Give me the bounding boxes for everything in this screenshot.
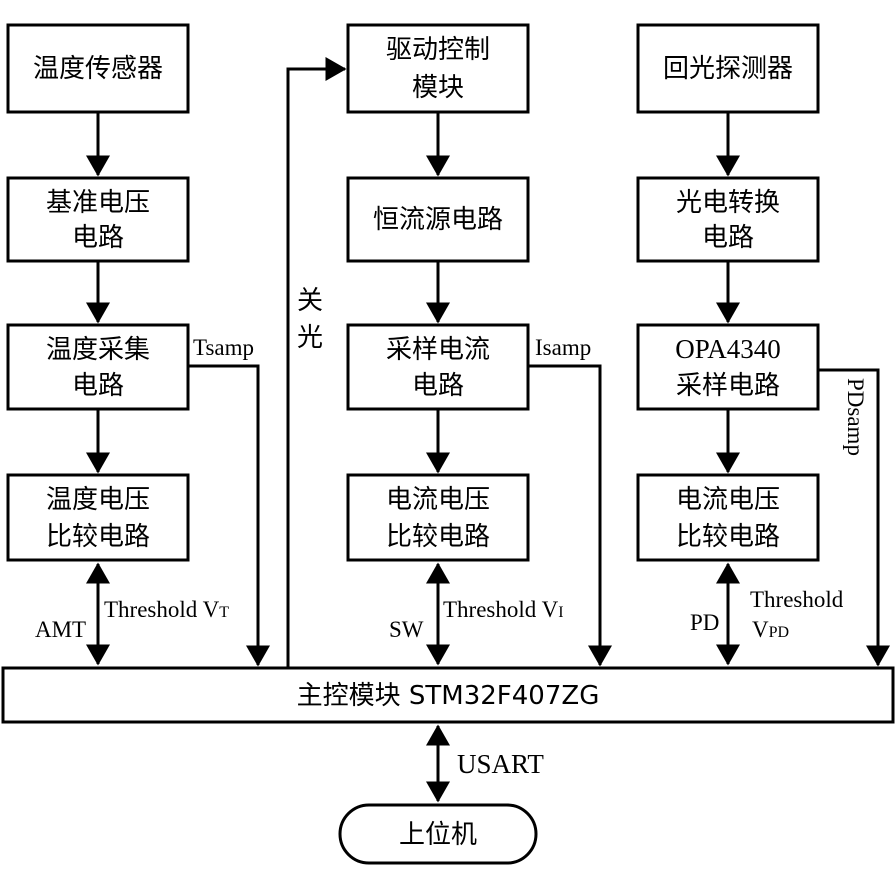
threshold-vt-label: Threshold VT — [104, 597, 229, 622]
arrow-tsamp — [188, 364, 270, 667]
arrow-isamp — [528, 364, 612, 667]
reference-voltage-label-line1: 基准电压 — [46, 188, 150, 218]
temperature-sensor-label: 温度传感器 — [33, 54, 163, 84]
driver-control-box — [346, 23, 530, 114]
main-controller-box — [1, 666, 895, 724]
usart-label: USART — [457, 749, 544, 779]
temperature-comparator-box — [6, 473, 190, 562]
temperature-acquisition-label-line2: 电路 — [72, 371, 124, 401]
pdsamp-label: PDsamp — [843, 378, 868, 456]
temperature-acquisition-label-line1: 温度采集 — [46, 335, 150, 365]
temperature-comparator-label-line2: 比较电路 — [46, 522, 150, 552]
photoelectric-conversion-label-line1: 光电转换 — [676, 188, 780, 218]
tsamp-label: Tsamp — [193, 335, 254, 360]
current-sampling-box — [346, 323, 530, 411]
current-comparator-label-line2: 比较电路 — [386, 522, 490, 552]
sw-label: SW — [389, 617, 424, 642]
light-off-label-char1: 关 — [297, 286, 323, 316]
opa4340-sampling-label-line1: OPA4340 — [675, 334, 781, 364]
light-off-label-char2: 光 — [297, 323, 323, 353]
reference-voltage-label-line2: 电路 — [72, 223, 124, 253]
pd-comparator-label-line2: 比较电路 — [676, 522, 780, 552]
pd-comparator-box — [636, 473, 820, 562]
driver-control-label-line2: 模块 — [412, 73, 464, 103]
temperature-sensor-box — [6, 23, 190, 114]
current-comparator-box — [346, 473, 530, 562]
current-sampling-label-line2: 电路 — [412, 371, 464, 401]
reference-voltage-box — [6, 176, 190, 263]
main-controller-label: 主控模块 STM32F407ZG — [297, 681, 600, 711]
host-pc-label: 上位机 — [399, 820, 477, 850]
opa4340-sampling-label-line2: 采样电路 — [676, 371, 780, 401]
backlight-detector-label: 回光探测器 — [663, 54, 793, 84]
driver-control-label-line1: 驱动控制 — [386, 35, 490, 65]
photoelectric-conversion-box — [636, 176, 820, 263]
arrow-pdsamp — [818, 368, 890, 667]
temperature-comparator-label-line1: 温度电压 — [46, 485, 150, 515]
threshold-vpd-label-line1: Threshold — [750, 587, 844, 612]
threshold-vi-label: Threshold VI — [443, 597, 564, 622]
current-comparator-label-line1: 电流电压 — [386, 485, 490, 515]
isamp-label: Isamp — [535, 335, 591, 360]
photoelectric-conversion-label-line2: 电路 — [702, 223, 754, 253]
arrow-light-off — [286, 57, 347, 668]
amt-label: AMT — [35, 617, 86, 642]
host-pc-box — [338, 803, 538, 865]
backlight-detector-box — [636, 23, 820, 114]
current-sampling-label-line1: 采样电流 — [386, 335, 490, 365]
constant-current-box — [346, 176, 530, 263]
constant-current-label: 恒流源电路 — [373, 205, 503, 235]
pd-label: PD — [690, 610, 719, 635]
threshold-vpd-label-line2: VPD — [752, 617, 789, 642]
pd-comparator-label-line1: 电流电压 — [676, 485, 780, 515]
